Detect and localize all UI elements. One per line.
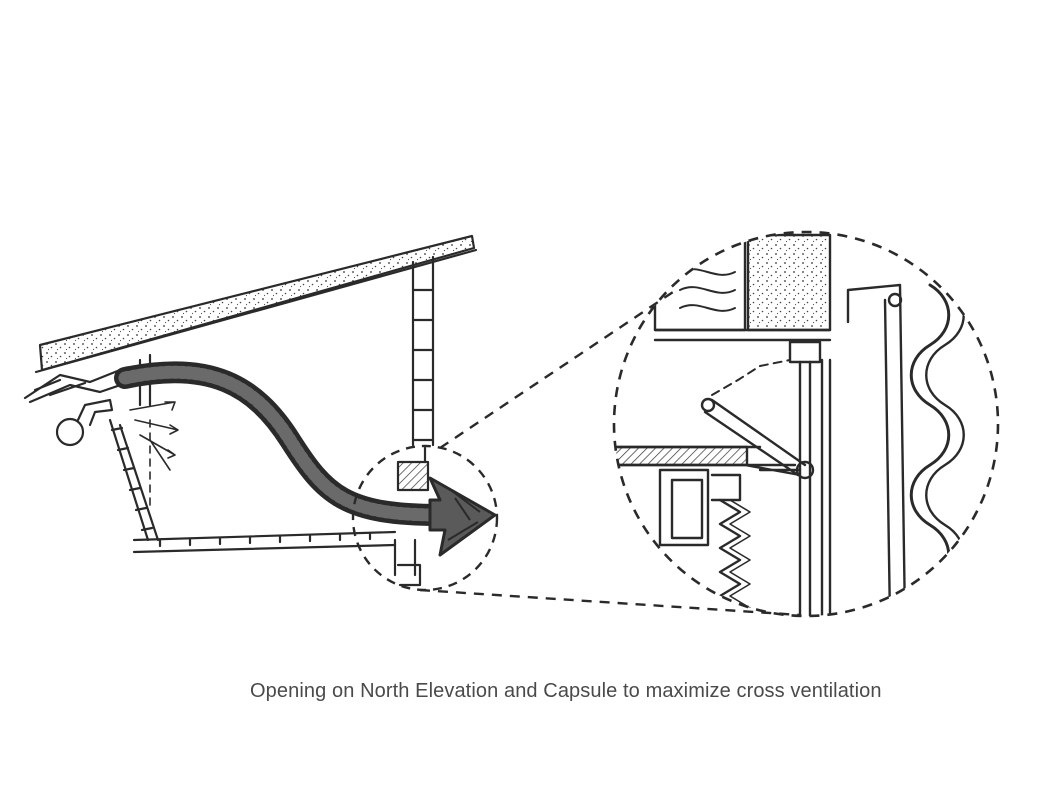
building-section: [23, 234, 478, 587]
window-sill: [614, 445, 749, 467]
enlarged-detail: [612, 230, 1000, 618]
capsule-floor: [132, 530, 397, 554]
shutter-panel: [846, 283, 907, 616]
concrete-block: [746, 233, 832, 332]
air-puffs: [129, 401, 179, 471]
lamp-fixture: [55, 417, 85, 447]
airflow-arrowhead: [428, 476, 497, 557]
spring-zigzag: [718, 498, 742, 616]
insulation-block: [653, 238, 747, 332]
figure-caption: Opening on North Elevation and Capsule t…: [250, 680, 882, 702]
airflow-arrow: [114, 361, 497, 557]
north-opening: [396, 460, 430, 492]
lower-frame: [658, 468, 710, 547]
callout-leaders: [419, 289, 801, 617]
detail-callout-large: [612, 230, 1000, 618]
roof-slab: [38, 234, 476, 372]
corrugated-sheet: [909, 283, 951, 587]
wall-mullion: [798, 358, 832, 616]
